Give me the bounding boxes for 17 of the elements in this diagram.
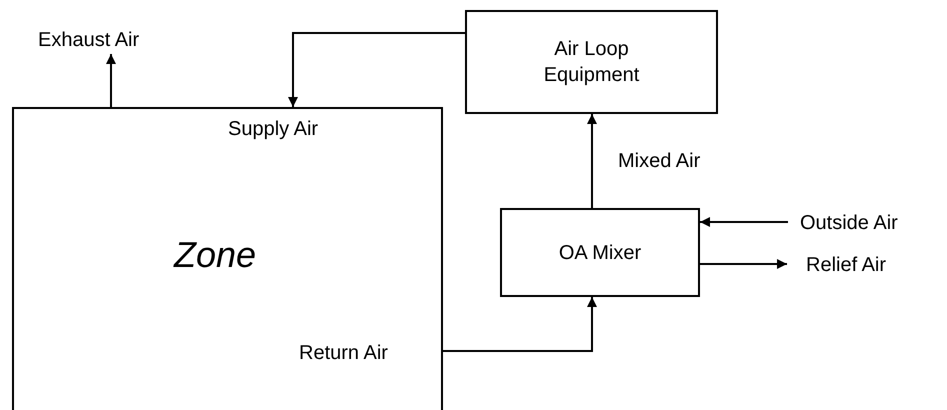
outside-air-text: Outside Air: [800, 210, 946, 236]
arrow: [587, 114, 597, 208]
supply-air-text: Supply Air: [228, 117, 318, 141]
arrow: [106, 54, 116, 107]
arrow: [288, 32, 465, 107]
zone-box: [12, 107, 443, 410]
box-label: OA Mixer: [558, 240, 642, 266]
relief-air-text: Relief Air: [806, 252, 928, 278]
zone-title: Zone: [174, 234, 256, 276]
arrow: [700, 217, 788, 227]
exhaust-air-text: Exhaust Air: [38, 27, 188, 53]
oa-mixer-box: [500, 208, 700, 297]
arrow: [443, 297, 597, 352]
air-loop-equipment-box: [465, 10, 718, 114]
box-label: Air Loop Equipment: [542, 37, 640, 88]
arrow: [700, 259, 787, 269]
return-air-text: Return Air: [299, 341, 388, 365]
